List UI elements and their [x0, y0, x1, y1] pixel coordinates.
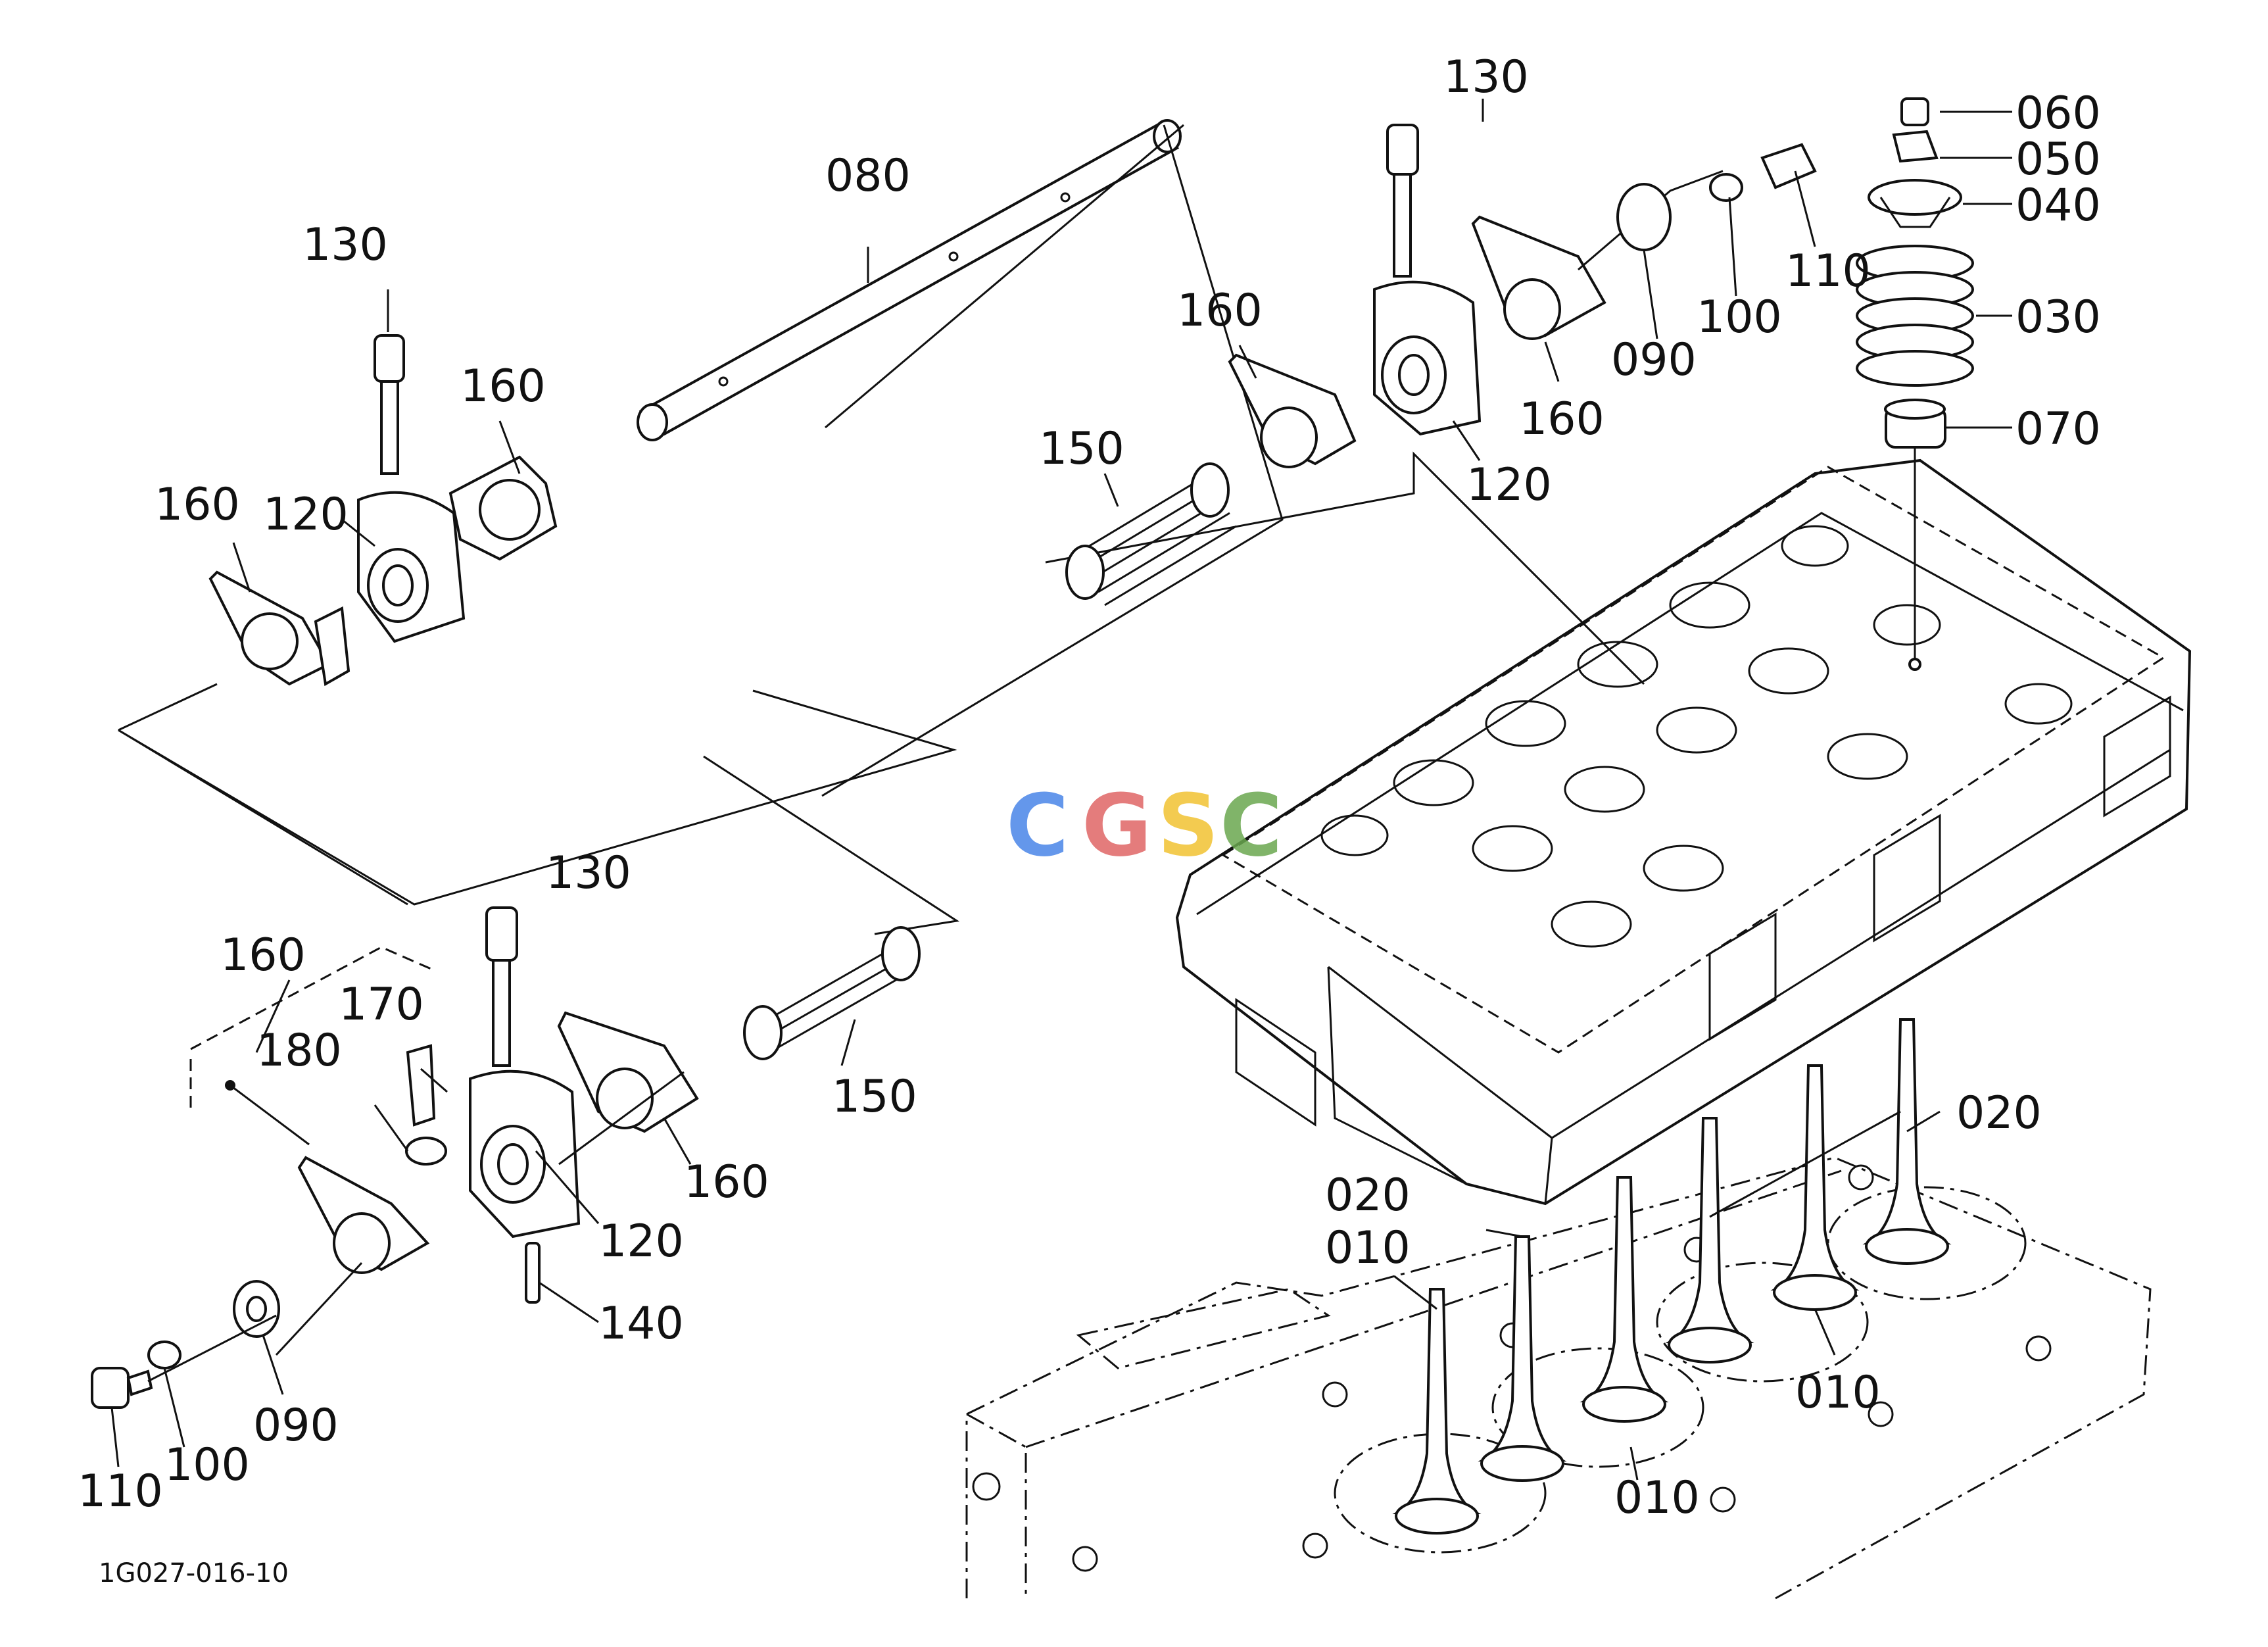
- callout-020: 020: [1956, 1087, 2042, 1139]
- callout-170: 170: [339, 979, 424, 1031]
- valve-2: [1478, 1235, 1567, 1482]
- callout-130: 130: [546, 847, 631, 899]
- valve-4: [1665, 1117, 1754, 1364]
- rocker-assembly-center: [1045, 124, 1817, 685]
- callout-100: 100: [1697, 291, 1782, 343]
- watermark-letter-3: S: [1157, 775, 1219, 875]
- callout-150: 150: [832, 1071, 917, 1123]
- valve-1: [1392, 1288, 1482, 1535]
- callout-040: 040: [2015, 180, 2101, 232]
- callout-130: 130: [302, 219, 388, 271]
- callout-150: 150: [1039, 423, 1124, 475]
- callout-110: 110: [1785, 245, 1871, 297]
- callout-080: 080: [825, 150, 911, 202]
- callout-010: 010: [1325, 1222, 1411, 1274]
- callout-140: 140: [598, 1298, 684, 1350]
- callout-160: 160: [1519, 393, 1604, 445]
- callout-labels: 080 130 160 160 120 130 160 150 120 160 …: [78, 51, 2101, 1524]
- callout-010: 010: [1795, 1367, 1881, 1419]
- callout-160: 160: [460, 360, 546, 412]
- spring-150a: [1065, 462, 1237, 606]
- watermark-letter-1: C: [1006, 775, 1069, 875]
- callout-120: 120: [263, 489, 349, 541]
- valves: [1392, 1018, 1952, 1535]
- callout-160: 160: [1177, 285, 1263, 337]
- callout-050: 050: [2015, 134, 2101, 185]
- callout-120: 120: [1466, 459, 1552, 511]
- callout-070: 070: [2015, 403, 2101, 455]
- valve-spring-stack: [1856, 97, 1974, 671]
- rocker-assembly-left: [118, 334, 957, 906]
- callout-180: 180: [256, 1025, 342, 1077]
- cylinder-head: [1175, 458, 2192, 1206]
- leader-lines: [110, 99, 2012, 1481]
- callout-090: 090: [253, 1400, 339, 1452]
- callout-160: 160: [220, 929, 306, 981]
- callout-010: 010: [1614, 1472, 1700, 1524]
- watermark: C G S C: [1006, 775, 1282, 875]
- callout-130: 130: [1443, 51, 1529, 103]
- valve-5: [1770, 1064, 1860, 1311]
- rocker-assembly-bottom: [91, 729, 960, 1409]
- callout-020: 020: [1325, 1169, 1411, 1221]
- callout-090: 090: [1611, 334, 1697, 386]
- watermark-letter-4: C: [1220, 775, 1282, 875]
- callout-110: 110: [78, 1465, 163, 1517]
- valve-3: [1580, 1176, 1669, 1423]
- callout-100: 100: [164, 1439, 250, 1491]
- callout-120: 120: [598, 1216, 684, 1267]
- valve-6: [1862, 1018, 1952, 1265]
- watermark-letter-2: G: [1082, 775, 1152, 875]
- diagram-code: 1G027-016-10: [99, 1558, 289, 1588]
- callout-160: 160: [155, 479, 240, 531]
- spring-150b: [743, 926, 921, 1060]
- callout-030: 030: [2015, 291, 2101, 343]
- rocker-shaft: [637, 119, 1284, 797]
- cylinder-block: [965, 1156, 2152, 1600]
- callout-160: 160: [684, 1156, 769, 1208]
- callout-060: 060: [2015, 87, 2101, 139]
